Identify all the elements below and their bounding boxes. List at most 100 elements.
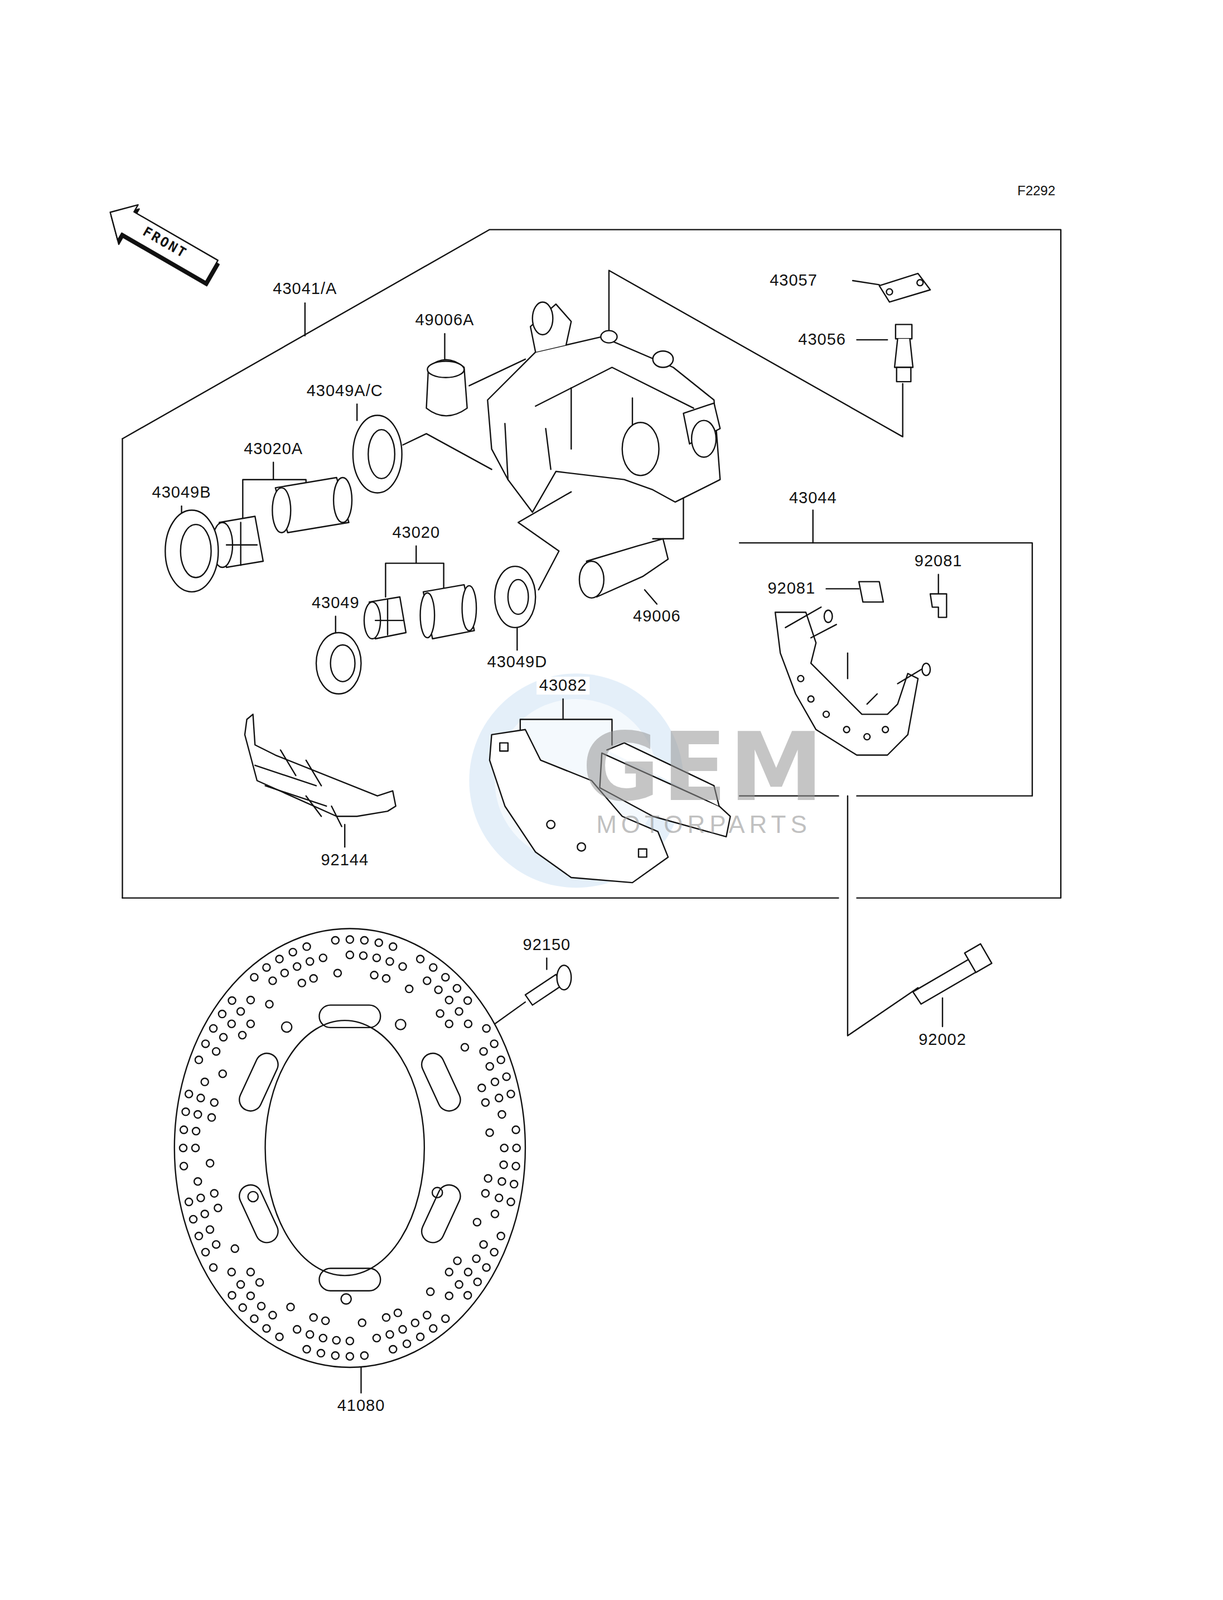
disc-hole (180, 1125, 188, 1134)
disc-hole (445, 1268, 453, 1276)
disc-hole (490, 1039, 499, 1047)
disc-hole (332, 1336, 341, 1344)
disc-hole (196, 1094, 205, 1102)
callout-number: 43049B (149, 483, 215, 502)
disc-hole (389, 1345, 397, 1353)
disc-hole (403, 1339, 411, 1347)
disc-hole (497, 1231, 505, 1240)
disc-hole (250, 1314, 258, 1322)
disc-hole (239, 1303, 247, 1311)
disc-hole (491, 1209, 499, 1217)
disc-hole (484, 1174, 492, 1182)
disc-slot (235, 1180, 283, 1246)
disc-hole (346, 1336, 354, 1345)
disc-bolt-hole (281, 1021, 292, 1032)
disc-hole (463, 996, 472, 1004)
disc-hole (281, 968, 289, 976)
disc-hole (360, 1351, 369, 1359)
callout-number: 43041/A (269, 279, 340, 298)
callout-number: 43044 (786, 489, 840, 507)
disc-hole (429, 1324, 437, 1332)
disc-hole (385, 957, 394, 965)
disc-hole (375, 938, 383, 946)
bolts (525, 943, 992, 1005)
disc-hole (464, 1020, 472, 1028)
callout-number: 43020A (240, 440, 306, 458)
disc-hole (331, 1351, 340, 1359)
disc-hole (268, 976, 277, 984)
disc-hole (416, 1332, 424, 1341)
disc-hole (262, 1324, 270, 1332)
disc-hole (486, 1062, 494, 1070)
disc-hole (473, 1217, 481, 1226)
disc-hole (210, 1189, 219, 1197)
disc-hole (201, 1209, 209, 1217)
disc-hole (247, 1268, 255, 1276)
disc-hole (503, 1072, 511, 1080)
disc-hole (192, 1127, 200, 1135)
disc-hole (482, 1263, 491, 1271)
watermark: GEM (582, 714, 826, 820)
disc-hole (319, 1333, 327, 1342)
disc-hole (302, 942, 311, 950)
disc-hole (511, 1125, 520, 1134)
disc-hole (398, 1325, 406, 1333)
disc-hole (257, 1302, 265, 1310)
disc-hole (405, 984, 413, 993)
disc-hole (382, 974, 390, 982)
disc-hole (481, 1098, 490, 1106)
disc-hole (436, 1009, 444, 1017)
disc-hole (195, 1055, 203, 1063)
disc-hole (359, 951, 367, 959)
disc-hole (262, 963, 270, 971)
callout-number: 43057 (766, 271, 821, 290)
callout-number: 92081 (911, 552, 966, 570)
disc-hole (298, 978, 306, 986)
disc-hole (411, 1318, 419, 1327)
disc-hole (513, 1143, 521, 1152)
callout-number: 43049 (308, 593, 363, 612)
disc-hole (210, 1098, 219, 1106)
callout-number: 49006A (412, 311, 477, 330)
disc-hole (247, 996, 255, 1004)
disc-slot (418, 1049, 465, 1115)
disc-hole (228, 1020, 236, 1028)
disc-hole (506, 1089, 515, 1097)
disc-hole (195, 1231, 203, 1240)
callout-number: 43020 (389, 523, 443, 542)
disc-hole (498, 1110, 506, 1118)
disc-hole (212, 1240, 220, 1248)
disc-hole (310, 1313, 318, 1321)
disc-hole (247, 1020, 255, 1028)
disc-hole (189, 1215, 197, 1223)
disc-hole (453, 1256, 462, 1264)
disc-hole (485, 1128, 493, 1137)
disc-hole (293, 962, 301, 970)
disc-hole (289, 948, 297, 956)
disc-slot (318, 1268, 381, 1291)
disc-hole (201, 1248, 210, 1256)
callout-number: 43049A/C (303, 382, 386, 400)
disc-hole (306, 1330, 314, 1338)
callout-number: 41080 (334, 1396, 389, 1415)
disc-hole (255, 1278, 264, 1286)
disc-hole (250, 973, 258, 981)
disc-hole (237, 1280, 245, 1288)
disc-hole (208, 1113, 216, 1121)
disc-hole (482, 1024, 491, 1032)
disc-bolt-hole (341, 1293, 352, 1304)
disc-hole (275, 1332, 283, 1341)
disc-hole (510, 1180, 518, 1188)
disc-hole (500, 1143, 509, 1152)
disc-hole (247, 1291, 255, 1299)
disc-hole (389, 942, 397, 950)
disc-hole (455, 1280, 463, 1288)
disc-hole (180, 1162, 188, 1170)
disc-bolt-hole (432, 1187, 443, 1198)
disc-slot (318, 1004, 381, 1028)
disc-hole (394, 1308, 402, 1317)
disc-hole (179, 1143, 187, 1152)
disc-hole (497, 1055, 505, 1063)
assembly-outline (122, 229, 1061, 898)
disc-hole (423, 976, 431, 984)
